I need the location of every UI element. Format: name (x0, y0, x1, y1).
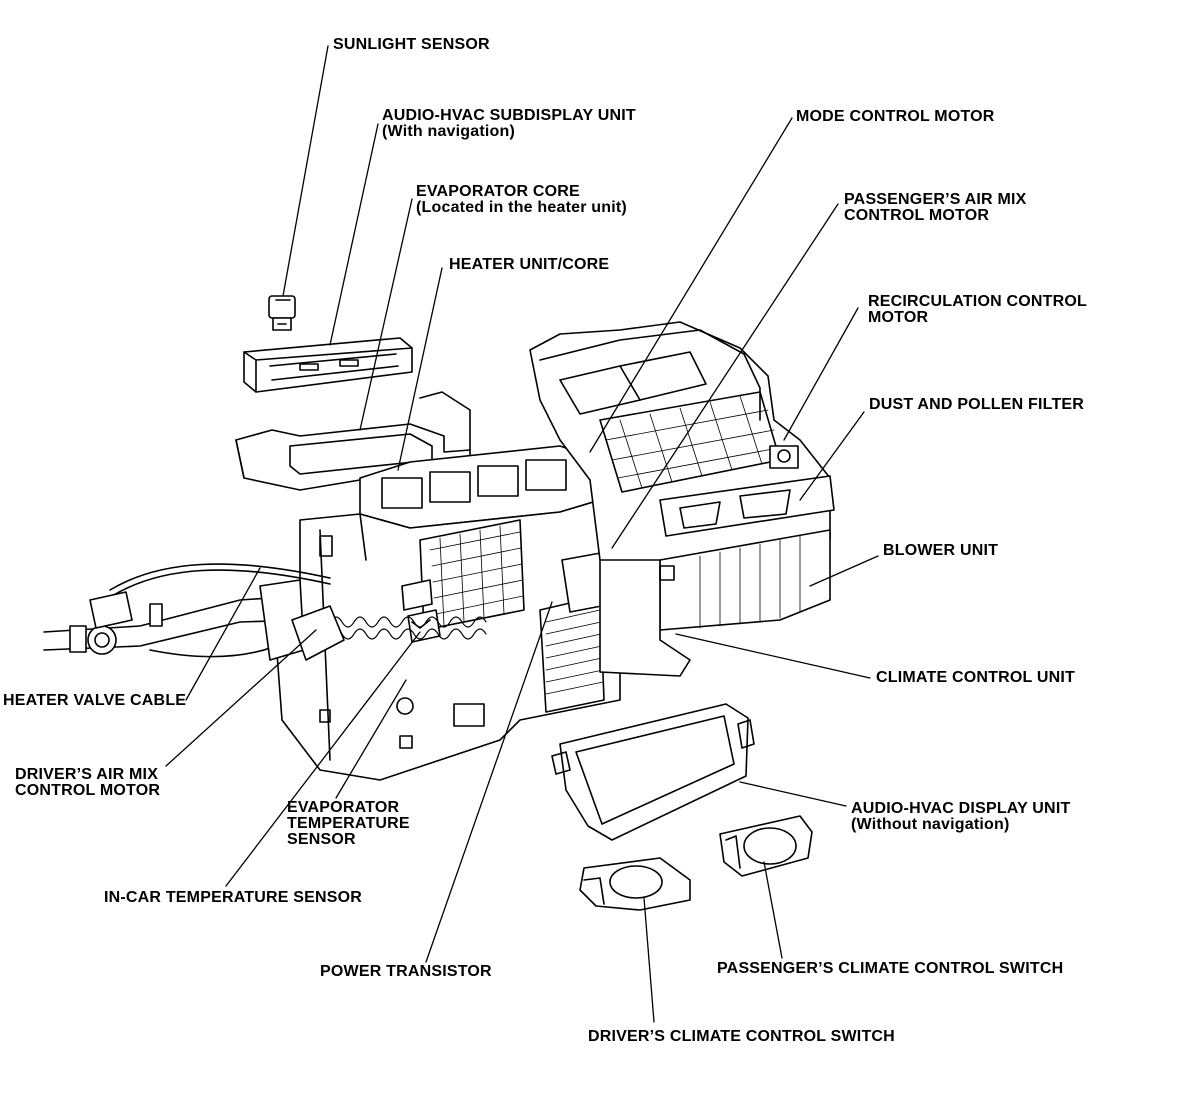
label-sunlight-sensor: SUNLIGHT SENSOR (333, 36, 490, 53)
display-unit-part (551, 703, 755, 841)
label-climate-control-unit: CLIMATE CONTROL UNIT (876, 669, 1075, 686)
label-blower-unit: BLOWER UNIT (883, 542, 999, 559)
leader-lines (165, 45, 879, 1023)
label-recirculation-control: RECIRCULATION CONTROL MOTOR (868, 293, 1087, 326)
label-evaporator-core: EVAPORATOR CORE (Located in the heater u… (416, 183, 627, 216)
blower-unit-part (529, 321, 835, 677)
driver-climate-switch-part (579, 857, 691, 911)
label-mode-control-motor: MODE CONTROL MOTOR (796, 108, 995, 125)
subdisplay-unit-part (243, 337, 413, 393)
label-passengers-air-mix: PASSENGER’S AIR MIX CONTROL MOTOR (844, 191, 1027, 224)
label-in-car-temp-sensor: IN-CAR TEMPERATURE SENSOR (104, 889, 363, 906)
sunlight-sensor-part (268, 295, 296, 331)
heater-unit-part (235, 391, 621, 781)
heater-valve-cable-part (43, 563, 487, 661)
label-heater-unit-core: HEATER UNIT/CORE (449, 256, 610, 273)
label-drivers-air-mix: DRIVER’S AIR MIX CONTROL MOTOR (15, 766, 161, 799)
label-power-transistor: POWER TRANSISTOR (320, 963, 492, 980)
label-evaporator-temp-sensor: EVAPORATOR TEMPERATURE SENSOR (287, 799, 410, 848)
label-audio-hvac-display: AUDIO-HVAC DISPLAY UNIT (Without navigat… (851, 800, 1071, 833)
label-heater-valve-cable: HEATER VALVE CABLE (3, 692, 187, 709)
label-dust-pollen-filter: DUST AND POLLEN FILTER (869, 396, 1085, 413)
label-drivers-climate-switch: DRIVER’S CLIMATE CONTROL SWITCH (588, 1028, 895, 1045)
label-audio-hvac-subdisplay: AUDIO-HVAC SUBDISPLAY UNIT (With navigat… (382, 107, 636, 140)
label-passengers-climate-switch: PASSENGER’S CLIMATE CONTROL SWITCH (717, 960, 1064, 977)
passenger-climate-switch-part (719, 815, 813, 877)
